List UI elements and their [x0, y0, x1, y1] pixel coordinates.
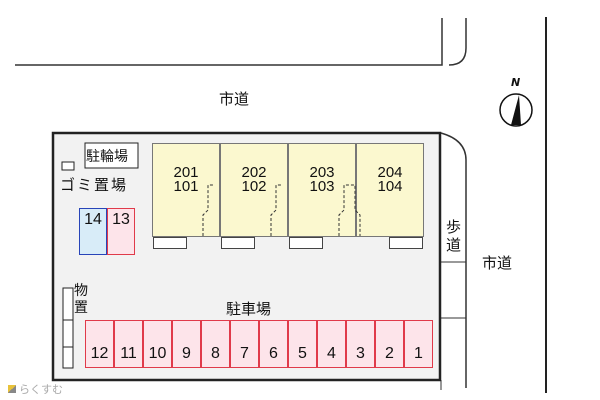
parking-space-13: 13	[107, 208, 135, 255]
parking-space: 5	[288, 320, 317, 368]
parking-space: 6	[259, 320, 288, 368]
balcony	[289, 237, 323, 249]
parking-space: 3	[346, 320, 375, 368]
parking-space: 12	[85, 320, 114, 368]
road-label-right: 市道	[482, 254, 513, 272]
bicycle-parking-label: 駐輪場	[86, 149, 128, 165]
parking-space: 9	[172, 320, 201, 368]
road-label-top: 市道	[219, 90, 250, 108]
compass-north-label: N	[511, 76, 521, 89]
watermark: らくすむ	[8, 381, 63, 397]
parking-space: 2	[375, 320, 404, 368]
parking-lot-label: 駐車場	[226, 300, 272, 318]
parking-space-14: 14	[79, 208, 107, 255]
parking-space: 8	[201, 320, 230, 368]
compass-icon	[499, 93, 533, 127]
sidewalk-label: 歩道	[446, 218, 462, 254]
parking-space: 4	[317, 320, 346, 368]
garbage-area-label: ゴミ置場	[60, 176, 129, 194]
parking-space: 10	[143, 320, 172, 368]
parking-space: 11	[114, 320, 143, 368]
balcony	[153, 237, 187, 249]
parking-space: 7	[230, 320, 259, 368]
balcony	[221, 237, 255, 249]
parking-space: 1	[404, 320, 433, 368]
storage-label: 物置	[74, 283, 88, 316]
balcony	[389, 237, 423, 249]
house-logo-icon	[8, 385, 16, 393]
